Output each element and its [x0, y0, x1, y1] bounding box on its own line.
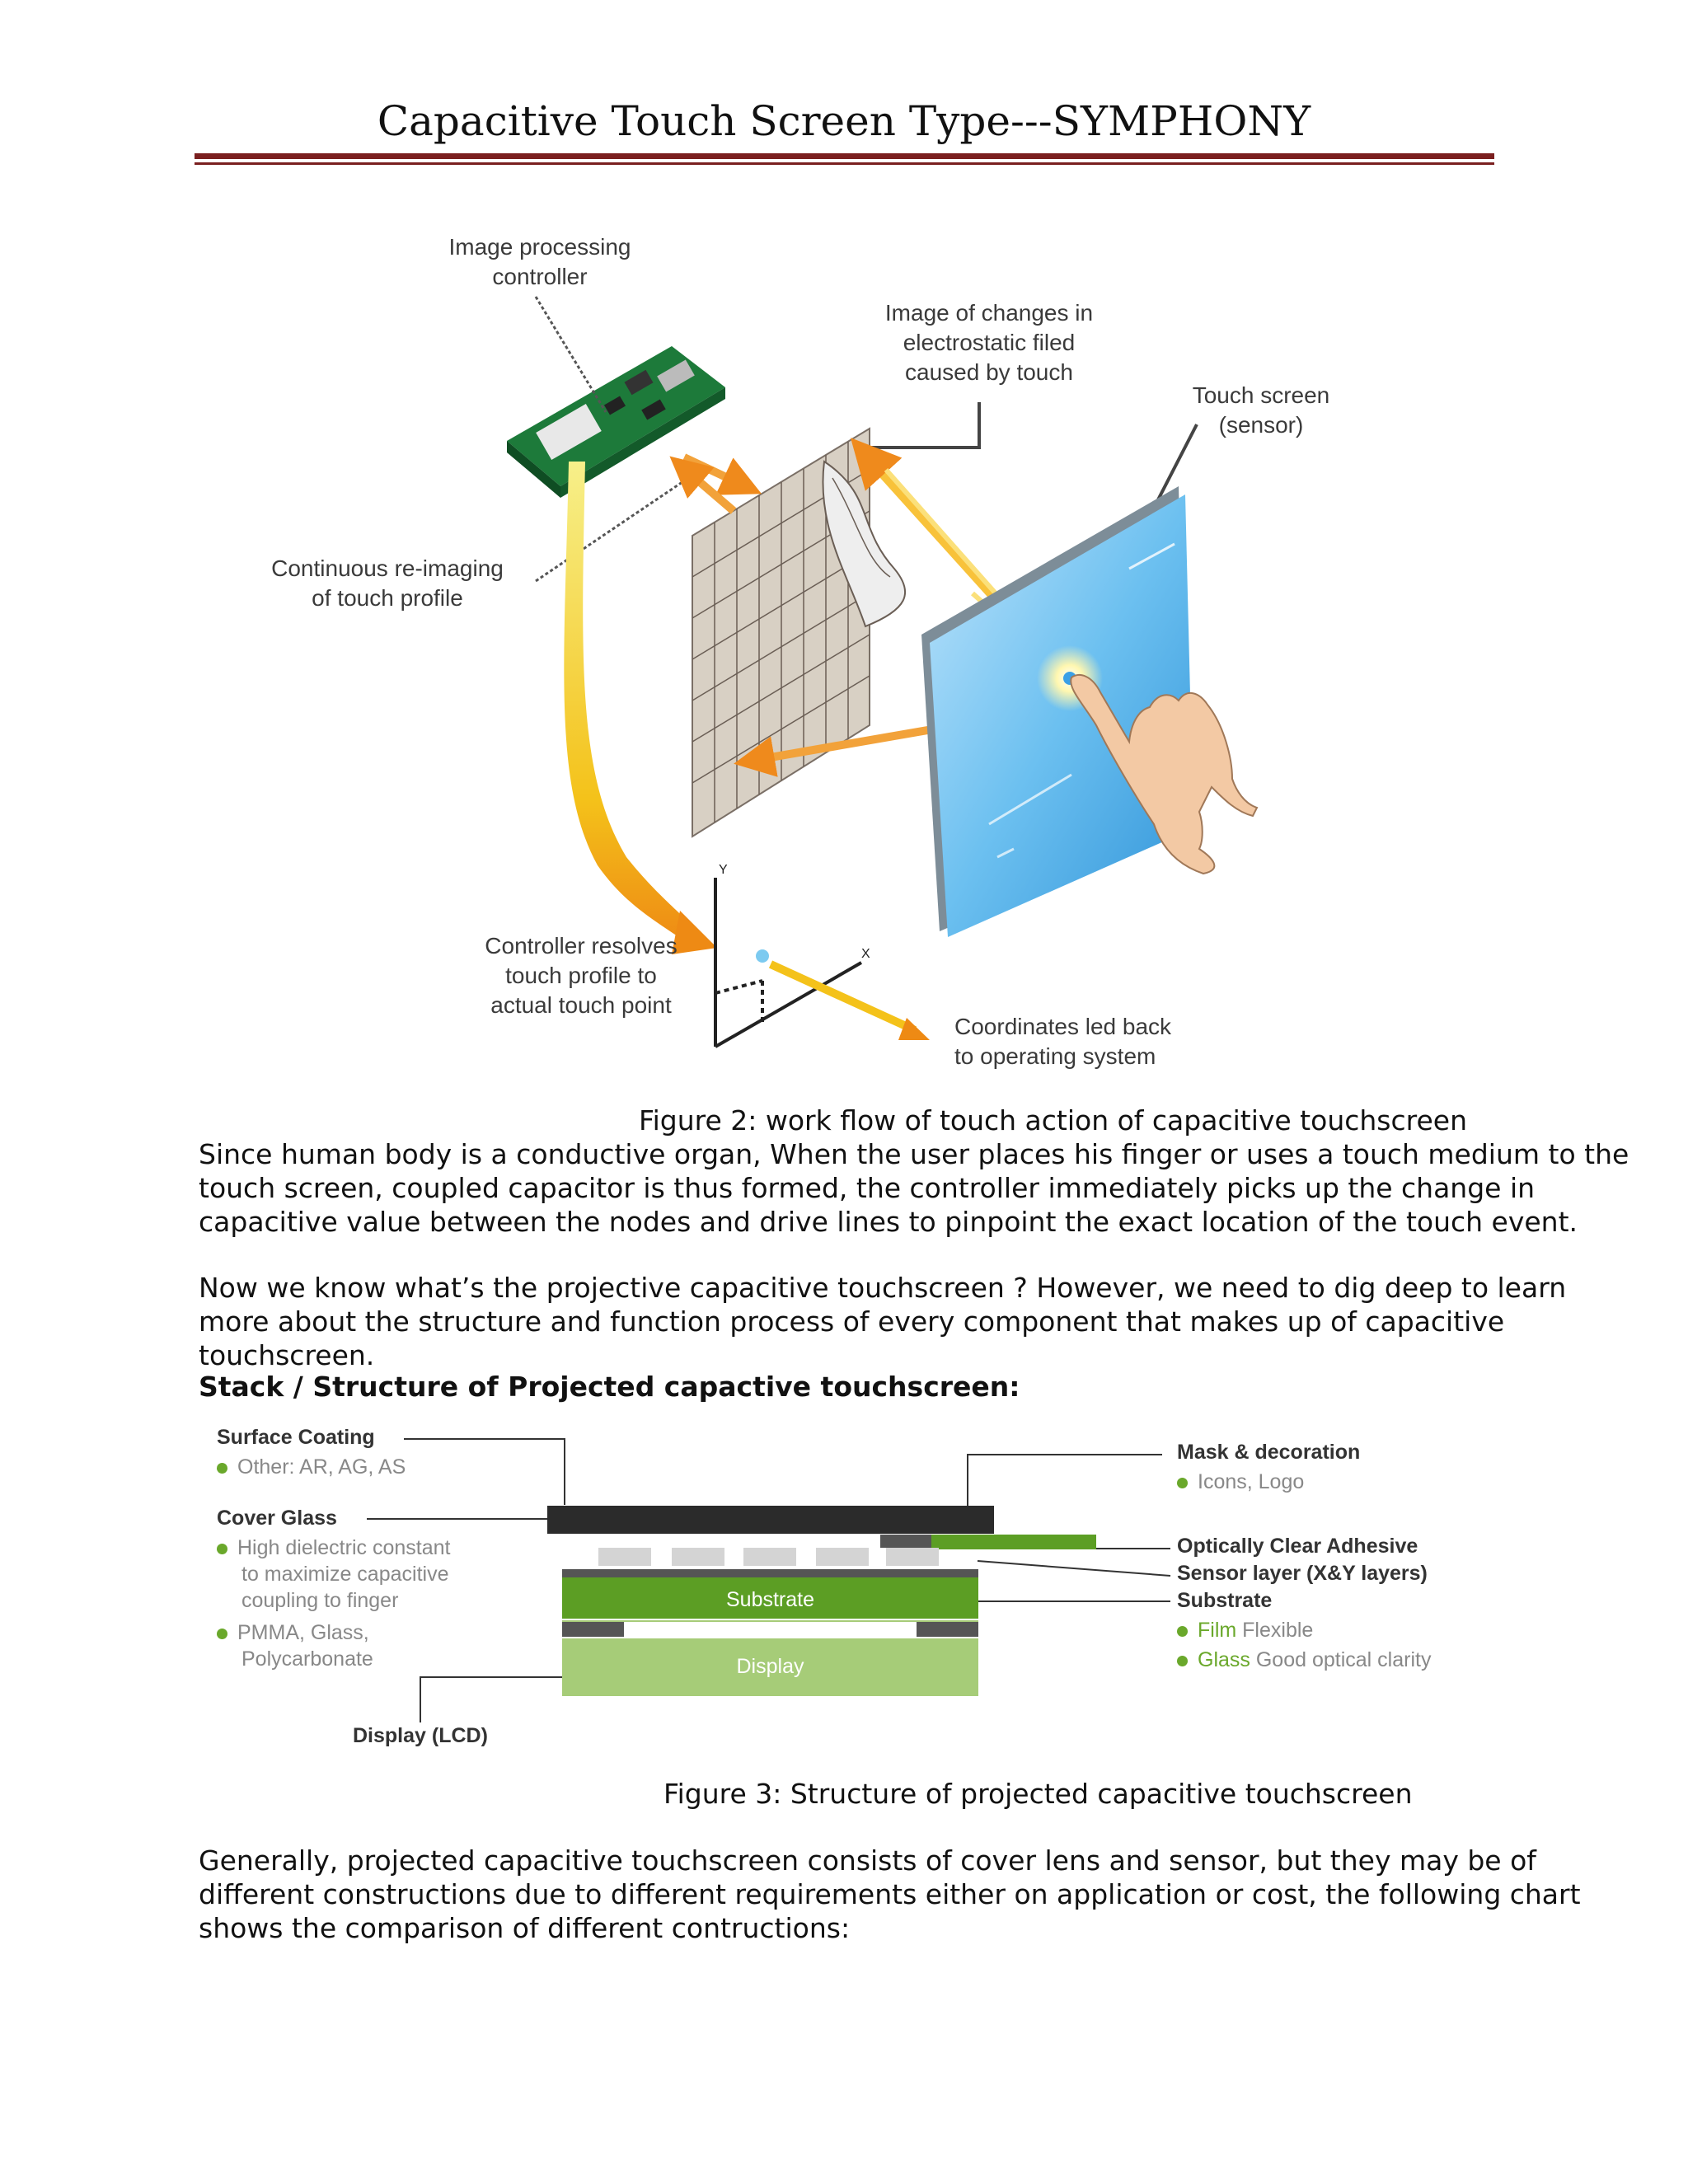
coordinate-axes: [714, 878, 862, 1048]
label-mask-sub: Icons, Logo: [1177, 1469, 1304, 1495]
label-display-lcd: Display (LCD): [353, 1724, 488, 1747]
cover-glass-layer: [547, 1506, 994, 1534]
paragraph-1: Since human body is a conductive organ, …: [199, 1138, 1629, 1238]
touch-screen-panel: [921, 486, 1193, 937]
decoration-strip: [931, 1535, 1096, 1549]
label-coordinates: Coordinates led back to operating system: [954, 1014, 1172, 1069]
stack-heading: Stack / Structure of Projected capactive…: [199, 1371, 1020, 1403]
display-layer: [562, 1638, 978, 1696]
figure2-illustration: Y X: [507, 296, 1259, 1048]
label-sensor-layer: Sensor layer (X&Y layers): [1177, 1562, 1428, 1585]
bullet-icon: [217, 1543, 227, 1554]
yellow-flow-arrow: [564, 462, 696, 944]
label-film: Film Flexible: [1177, 1617, 1313, 1643]
label-cover-bullet-2: PMMA, Glass, Polycarbonate: [217, 1619, 373, 1672]
paragraph-3: Generally, projected capacitive touchscr…: [199, 1844, 1581, 1944]
pcb-board: [507, 346, 725, 498]
electrostatic-mesh: [692, 427, 907, 838]
bullet-icon: [217, 1628, 227, 1639]
figure3-caption: Figure 3: Structure of projected capacit…: [663, 1778, 1413, 1810]
label-substrate: Substrate: [1177, 1589, 1273, 1612]
label-touch-screen: Touch screen (sensor): [1192, 382, 1330, 438]
label-cover-glass: Cover Glass: [217, 1507, 337, 1530]
label-cover-bullet-1: High dielectric constant to maximize cap…: [217, 1535, 450, 1614]
label-image-changes: Image of changes in electrostatic filed …: [884, 300, 1094, 385]
figure3-stack-diagram: [367, 1438, 1171, 1722]
bullet-icon: [1177, 1625, 1188, 1637]
label-reimaging: Continuous re-imaging of touch profile: [271, 555, 504, 611]
label-controller-resolves: Controller resolves touch profile to act…: [485, 933, 678, 1018]
figure2-caption: Figure 2: work flow of touch action of c…: [639, 1104, 1467, 1137]
bullet-icon: [1177, 1477, 1188, 1488]
axis-x-label: X: [861, 947, 870, 961]
inner-display-label: Display: [736, 1655, 804, 1678]
substrate-layer: [562, 1577, 978, 1619]
finger-hand: [1070, 674, 1259, 875]
label-glass: Glass Good optical clarity: [1177, 1647, 1431, 1673]
label-surface-other: Other: AR, AG, AS: [217, 1454, 406, 1480]
sensor-layer: [562, 1569, 978, 1577]
bullet-icon: [1177, 1655, 1188, 1666]
label-surface-coating: Surface Coating: [217, 1426, 375, 1449]
page-title: Capacitive Touch Screen Type---SYMPHONY: [377, 97, 1311, 145]
inner-substrate-label: Substrate: [725, 1588, 814, 1611]
header-rule-thick: [195, 153, 1494, 159]
bullet-icon: [217, 1462, 227, 1474]
label-image-processing: Image processing controller: [448, 234, 631, 289]
label-mask-decoration: Mask & decoration: [1177, 1441, 1361, 1464]
header-rule-thin: [195, 162, 1494, 165]
axis-y-label: Y: [719, 863, 728, 877]
label-oca: Optically Clear Adhesive: [1177, 1535, 1418, 1558]
paragraph-2: Now we know what’s the projective capaci…: [199, 1272, 1567, 1371]
